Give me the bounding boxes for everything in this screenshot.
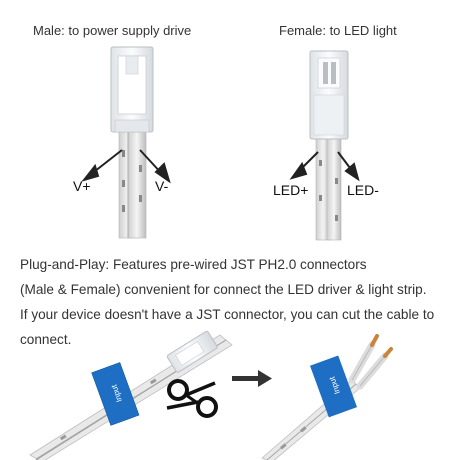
male-negative-label: V- — [155, 178, 169, 194]
description-line-3: If your device doesn't have a JST connec… — [20, 307, 435, 322]
female-wire-right — [326, 134, 342, 241]
female-positive-label: LED+ — [273, 182, 309, 198]
input-tag — [91, 362, 140, 426]
male-positive-label: V+ — [73, 178, 91, 194]
description-line-2: (Male & Female) convenient for connect t… — [20, 282, 427, 297]
scissors-icon — [166, 379, 218, 418]
arrow-right-icon — [232, 370, 272, 387]
input-tag-right — [310, 355, 358, 418]
description-line-4: connect. — [20, 332, 72, 347]
female-negative-label: LED- — [347, 182, 379, 198]
male-connector — [110, 46, 154, 239]
bottom-right-cable: Input — [261, 334, 393, 460]
description-line-1: Plug-and-Play: Features pre-wired JST PH… — [20, 257, 367, 272]
female-connector — [309, 50, 349, 241]
bottom-left-cable: Input — [29, 330, 233, 460]
male-wire-right — [127, 127, 147, 239]
male-connector-title: Male: to power supply drive — [33, 23, 192, 38]
description-paragraph: Plug-and-Play: Features pre-wired JST PH… — [20, 252, 450, 352]
male-arrows — [81, 149, 171, 184]
female-connector-title: Female: to LED light — [279, 23, 397, 38]
female-arrows — [289, 151, 360, 182]
